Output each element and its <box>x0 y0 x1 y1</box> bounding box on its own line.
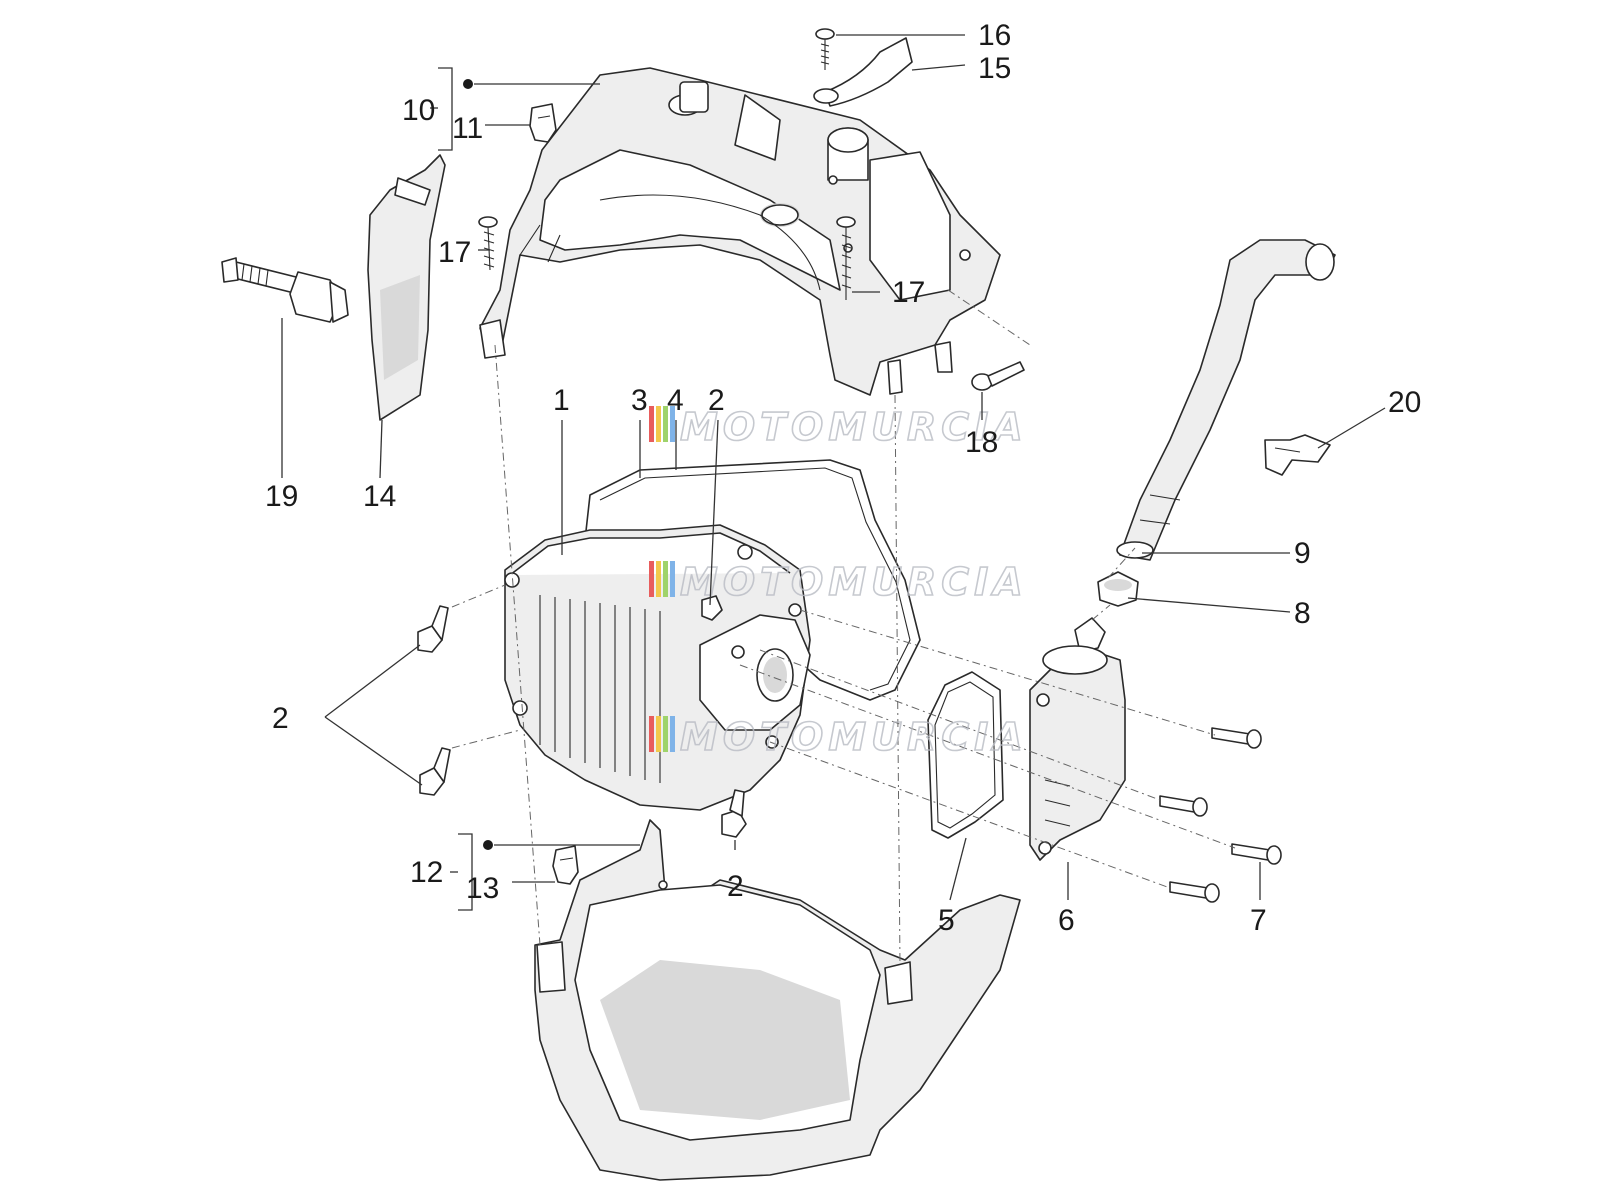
callout-14: 14 <box>363 480 396 513</box>
screw-part-16 <box>815 28 835 70</box>
callout-17-left: 17 <box>438 236 471 269</box>
upper-cover-part <box>479 67 1001 396</box>
callout-19: 19 <box>265 480 298 513</box>
callout-5: 5 <box>938 904 955 937</box>
callout-11: 11 <box>452 112 483 145</box>
bolt-part-2-top <box>701 595 723 621</box>
callout-2-left: 2 <box>272 702 289 735</box>
callout-17-right: 17 <box>892 276 925 309</box>
bolt-part-2-upper <box>417 605 449 653</box>
callout-15: 15 <box>978 52 1011 85</box>
screw-part-7-a <box>1211 727 1262 749</box>
callout-7: 7 <box>1250 904 1267 937</box>
screw-part-7-c <box>1231 843 1282 865</box>
leader-lines <box>281 34 1386 911</box>
clip-part-11 <box>529 103 557 143</box>
watermark-1: MOTOMURCIA <box>649 404 1028 450</box>
bolt-part-2-bottom <box>721 789 747 838</box>
callout-2-bottom: 2 <box>727 870 744 903</box>
bracket-part-20 <box>1264 434 1331 476</box>
assembly-dot <box>463 79 473 89</box>
hose-clamp-part-8 <box>1097 571 1139 607</box>
callout-12: 12 <box>410 856 443 889</box>
callout-18: 18 <box>965 426 998 459</box>
assembly-dot <box>483 840 493 850</box>
valve-cover-part-1 <box>504 524 811 811</box>
heat-shield-part-14 <box>367 154 446 421</box>
lower-cover-part <box>534 819 1021 1181</box>
watermark-text: MOTOMURCIA <box>680 715 1028 759</box>
callout-4: 4 <box>667 384 684 417</box>
callout-1: 1 <box>553 384 570 417</box>
cooling-fins <box>539 595 661 783</box>
assembly-lines <box>451 289 1236 966</box>
callout-3: 3 <box>631 384 648 417</box>
callout-6: 6 <box>1058 904 1075 937</box>
watermark-2: MOTOMURCIA <box>649 559 1028 605</box>
callout-2-top: 2 <box>708 384 725 417</box>
breather-hose-part-9 <box>1116 239 1336 561</box>
watermark-text: MOTOMURCIA <box>680 405 1028 449</box>
screw-part-17-right <box>836 216 856 300</box>
screw-part-7-d <box>1169 881 1220 903</box>
callout-8: 8 <box>1294 597 1311 630</box>
spark-plug-part-19 <box>221 257 349 323</box>
callout-9: 9 <box>1294 537 1311 570</box>
screw-part-7-b <box>1159 795 1208 817</box>
o-ring-part-5 <box>927 671 1004 839</box>
watermark-text: MOTOMURCIA <box>680 560 1028 604</box>
callout-16: 16 <box>978 19 1011 52</box>
callout-13: 13 <box>466 872 499 905</box>
bolt-part-2-lower <box>419 747 451 796</box>
clip-part-13 <box>552 845 579 885</box>
breather-part-6 <box>1029 617 1126 861</box>
screw-part-17-left <box>478 216 498 271</box>
clamp-part-15 <box>813 37 913 107</box>
callout-20: 20 <box>1388 386 1421 419</box>
screw-part-18 <box>971 361 1025 391</box>
callout-labels: 10 11 16 15 17 17 18 19 14 1 3 4 2 20 9 … <box>265 19 1421 937</box>
callout-10: 10 <box>402 94 435 127</box>
watermark-3: MOTOMURCIA <box>649 714 1028 760</box>
